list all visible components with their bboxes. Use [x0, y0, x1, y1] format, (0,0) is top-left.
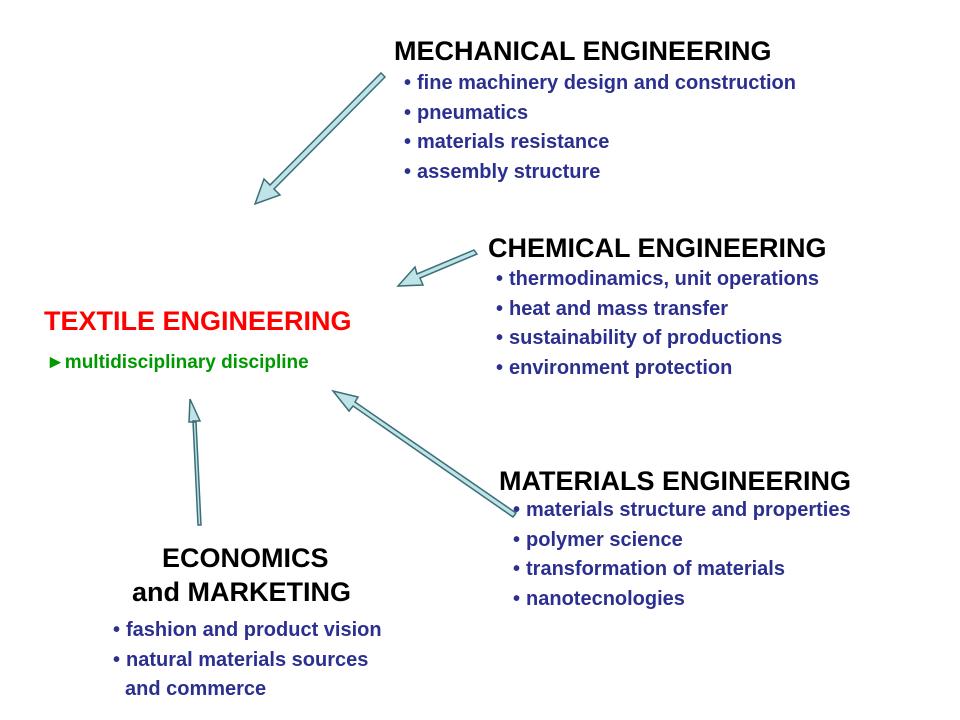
bullet-icon: • — [496, 356, 504, 379]
chemical-engineering-heading: CHEMICAL ENGINEERING — [488, 233, 827, 263]
list-item: •materials structure and properties — [513, 499, 851, 521]
textile-engineering-title: TEXTILE ENGINEERING — [44, 306, 352, 336]
chemical-engineering-list: •thermodinamics, unit operations •heat a… — [496, 265, 819, 383]
bullet-icon: • — [513, 587, 521, 610]
mechanical-engineering-heading: MECHANICAL ENGINEERING — [394, 36, 772, 66]
list-item: •sustainability of productions — [496, 327, 783, 349]
arrow-chemical-to-textile — [396, 249, 479, 287]
list-item: •materials resistance — [404, 131, 610, 153]
arrow-economics-to-textile — [188, 398, 202, 526]
bullet-icon: • — [513, 528, 521, 551]
economics-heading-line2: and MARKETING — [132, 577, 351, 607]
bullet-icon: • — [496, 268, 504, 290]
list-item: •thermodinamics, unit operations — [496, 268, 820, 290]
list-item: •transformation of materials — [513, 558, 785, 580]
bullet-icon: • — [404, 160, 412, 183]
list-item: •environment protection — [496, 356, 733, 379]
list-item: and commerce — [125, 678, 267, 700]
multidisciplinary-subtitle: ►multidisciplinary discipline — [46, 352, 309, 373]
economics-marketing-list: •fashion and product vision •natural mat… — [113, 616, 382, 705]
arrow-materials-to-textile — [331, 389, 518, 519]
list-item: •polymer science — [513, 528, 683, 551]
bullet-icon: • — [113, 619, 121, 641]
arrow-mechanical-to-textile — [253, 71, 387, 206]
economics-marketing-heading: ECONOMICS and MARKETING — [132, 541, 351, 609]
bullet-icon: • — [513, 499, 521, 521]
list-item: •natural materials sources — [113, 648, 369, 671]
list-item: •fashion and product vision — [113, 619, 382, 641]
bullet-icon: • — [404, 131, 412, 153]
bullet-icon: • — [404, 101, 412, 124]
bullet-icon: • — [404, 72, 412, 94]
materials-engineering-list: •materials structure and properties •pol… — [513, 496, 851, 614]
list-item: •fine machinery design and construction — [404, 72, 796, 94]
bullet-icon: • — [496, 297, 504, 320]
list-item: •pneumatics — [404, 101, 529, 124]
list-item: •nanotecnologies — [513, 587, 685, 610]
bullet-icon: • — [513, 558, 521, 580]
list-item: •heat and mass transfer — [496, 297, 728, 320]
mechanical-engineering-list: •fine machinery design and construction … — [404, 69, 796, 187]
economics-heading-line1: ECONOMICS — [162, 543, 329, 573]
list-item: •assembly structure — [404, 160, 601, 183]
materials-engineering-heading: MATERIALS ENGINEERING — [499, 466, 852, 496]
bullet-icon: • — [113, 648, 121, 671]
bullet-icon: • — [496, 327, 504, 349]
